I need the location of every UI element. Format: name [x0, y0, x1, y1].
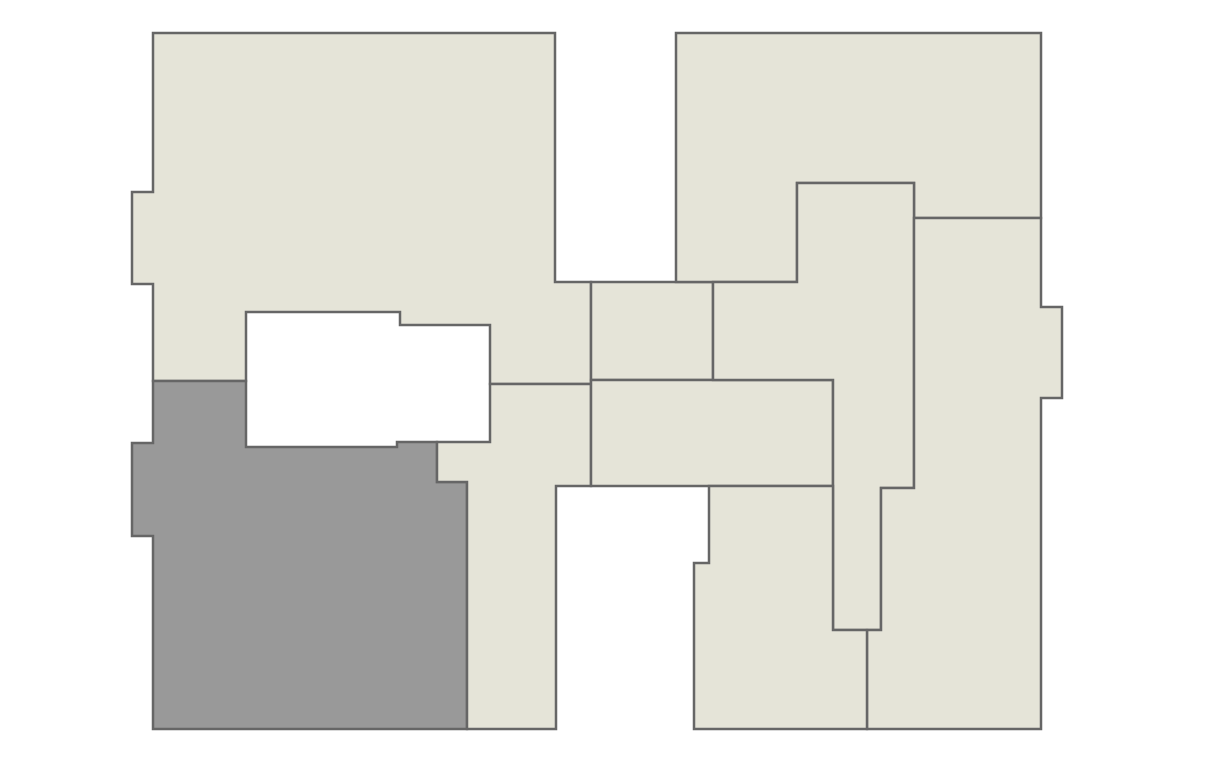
unit-se-center[interactable]	[692, 484, 869, 731]
unit-center[interactable]	[589, 378, 835, 488]
unit-east[interactable]	[865, 216, 1064, 731]
unit-center-north[interactable]	[589, 280, 715, 382]
unit-nw[interactable]	[130, 31, 593, 386]
